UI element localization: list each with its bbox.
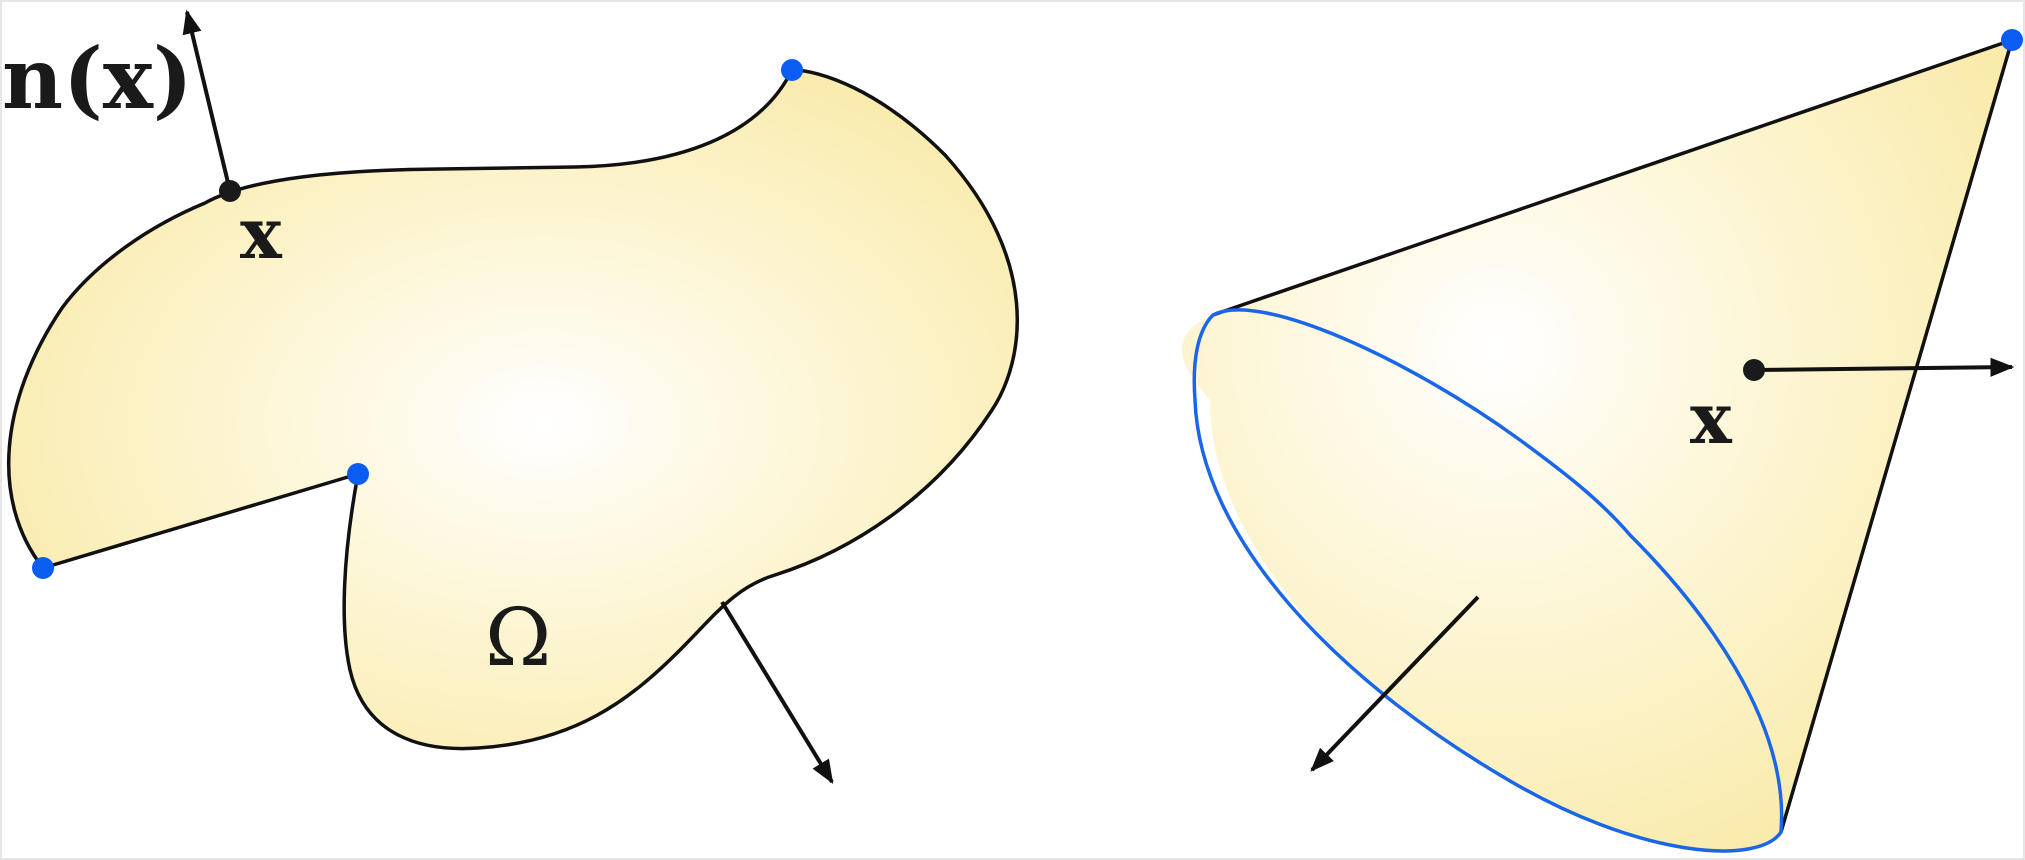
normal-vector-arrow <box>182 9 232 192</box>
domain-omega-shape <box>6 68 1020 751</box>
point-x-arrow <box>1753 357 2015 377</box>
left-figure: n(x) x Ω <box>2 9 1020 785</box>
right-figure: x <box>1181 29 2023 854</box>
cone-right-edge <box>1779 39 2014 833</box>
cone-top-edge <box>1212 38 2013 317</box>
cone-shape <box>1181 40 2012 854</box>
corner-point-left <box>32 557 54 579</box>
boundary-point-x <box>219 180 241 202</box>
corner-point-top <box>781 59 803 81</box>
normal-label: n(x) <box>2 29 193 128</box>
cone-base-ellipse <box>1192 308 1784 853</box>
domain-label: Ω <box>485 591 551 684</box>
base-normal-arrow <box>1310 595 1480 772</box>
boundary-normal-arrow <box>720 600 834 785</box>
apex-point <box>2001 29 2023 51</box>
corner-point-inner <box>347 463 369 485</box>
interior-point-x-label: x <box>1690 377 1733 460</box>
interior-point-x <box>1743 359 1765 381</box>
point-x-label: x <box>240 192 283 275</box>
